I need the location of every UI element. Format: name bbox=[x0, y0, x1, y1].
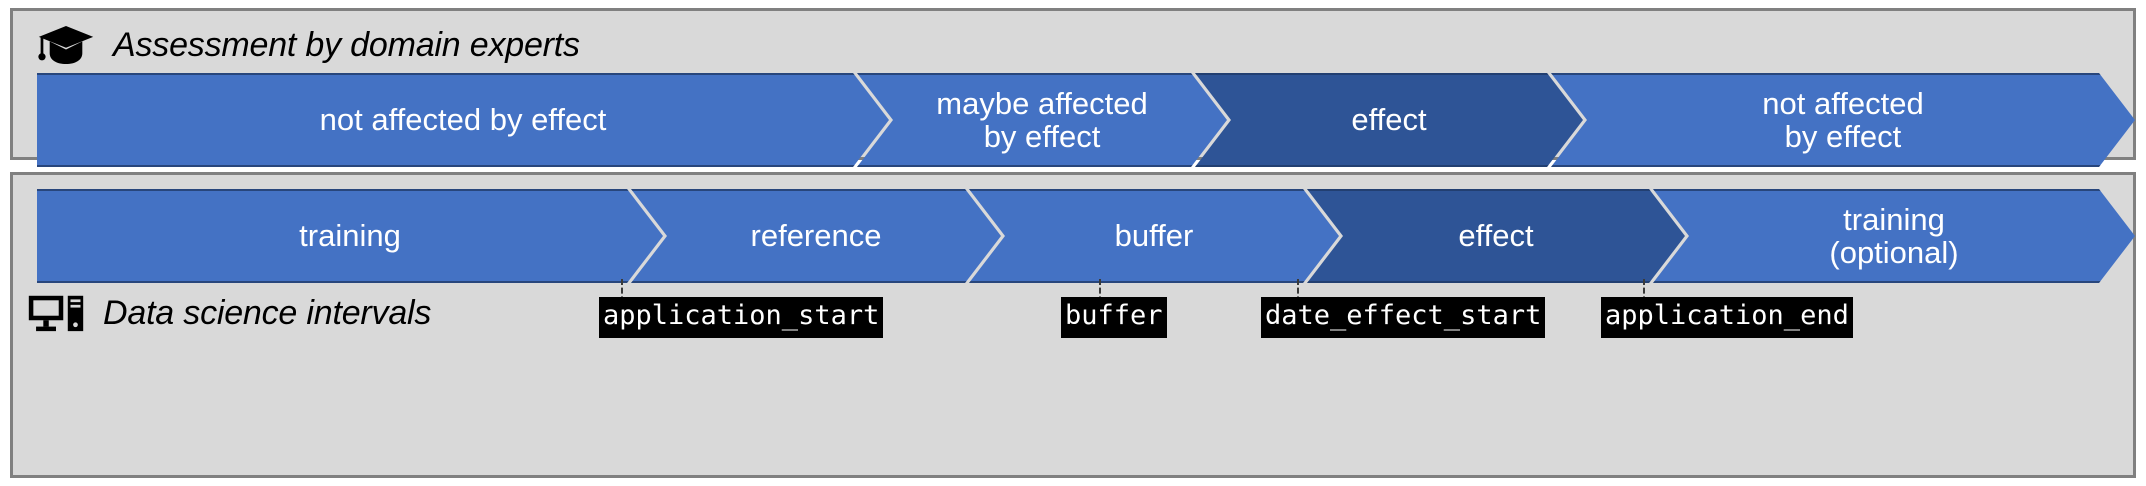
segment-training-optional: training (optional) bbox=[1653, 189, 2135, 283]
segment-label: maybe affected by effect bbox=[936, 85, 1148, 154]
expert-assessment-band: not affected by effect maybe affected by… bbox=[37, 73, 2135, 167]
data-science-intervals-caption-label: Data science intervals bbox=[103, 293, 432, 332]
graduation-cap-icon bbox=[38, 25, 94, 65]
data-science-intervals-panel: training reference buffer effect trainin… bbox=[10, 172, 2136, 478]
segment-label: reference bbox=[750, 218, 882, 254]
tick-application-start bbox=[621, 279, 623, 311]
marker-label-buffer: buffer bbox=[1061, 297, 1167, 338]
segment-label: training (optional) bbox=[1829, 201, 1959, 270]
segment-not-affected-by-effect-2: not affected by effect bbox=[1551, 73, 2135, 167]
segment-effect: effect bbox=[1195, 73, 1583, 167]
desktop-computer-icon bbox=[28, 295, 84, 332]
marker-label-application-end: application_end bbox=[1601, 297, 1853, 338]
segment-label: effect bbox=[1351, 102, 1427, 138]
marker-label-date-effect-start: date_effect_start bbox=[1261, 297, 1546, 338]
segment-maybe-affected-by-effect: maybe affected by effect bbox=[857, 73, 1227, 167]
data-science-intervals-band: training reference buffer effect trainin… bbox=[37, 189, 2135, 283]
segment-label: training bbox=[299, 218, 401, 254]
segment-label: not affected by effect bbox=[319, 102, 607, 138]
tick-buffer bbox=[1099, 279, 1101, 311]
segment-buffer: buffer bbox=[969, 189, 1339, 283]
segment-not-affected-by-effect-1: not affected by effect bbox=[37, 73, 889, 167]
marker-label-application-start: application_start bbox=[599, 297, 884, 338]
segment-label: not affected by effect bbox=[1762, 85, 1924, 154]
data-science-intervals-caption: Data science intervals bbox=[27, 285, 431, 341]
expert-assessment-panel: Assessment by domain experts not affecte… bbox=[10, 8, 2136, 160]
expert-assessment-caption-label: Assessment by domain experts bbox=[113, 25, 580, 64]
segment-effect: effect bbox=[1307, 189, 1685, 283]
tick-application-end bbox=[1643, 279, 1645, 311]
segment-training: training bbox=[37, 189, 663, 283]
tick-date-effect-start bbox=[1297, 279, 1299, 311]
expert-assessment-caption: Assessment by domain experts bbox=[37, 17, 580, 73]
segment-label: buffer bbox=[1114, 218, 1194, 254]
segment-reference: reference bbox=[631, 189, 1001, 283]
segment-label: effect bbox=[1458, 218, 1534, 254]
